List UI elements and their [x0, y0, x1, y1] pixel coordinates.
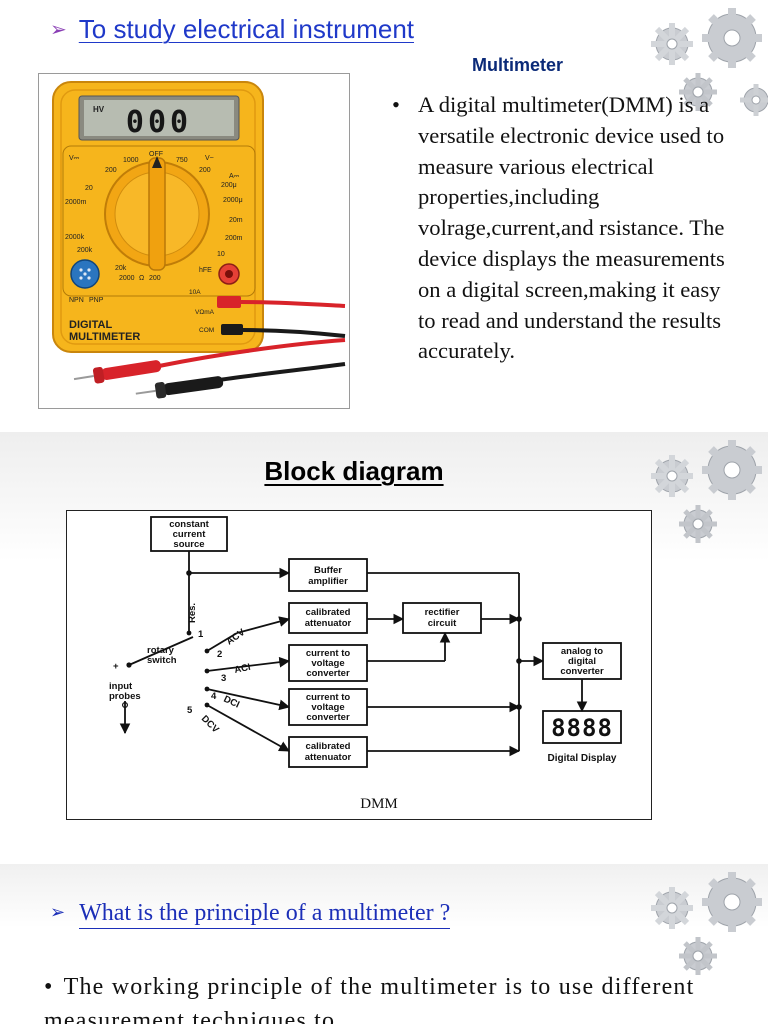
svg-text:current to: current to	[306, 692, 351, 703]
svg-text:converter: converter	[560, 666, 604, 677]
svg-text:hFE: hFE	[199, 267, 212, 274]
image-caption: Multimeter	[472, 55, 564, 75]
dmm-block-diagram: constant current source Buffer amplifier…	[66, 510, 652, 820]
svg-text:analog to: analog to	[561, 646, 603, 657]
svg-text:attenuator: attenuator	[305, 752, 352, 763]
svg-text:200: 200	[149, 275, 161, 282]
svg-text:200: 200	[199, 167, 211, 174]
svg-text:calibrated: calibrated	[306, 607, 351, 618]
svg-text:V~: V~	[205, 155, 214, 162]
svg-text:+: +	[113, 661, 119, 672]
seven-segment-digits: 8888	[551, 714, 613, 742]
svg-text:200μ: 200μ	[221, 182, 237, 189]
multimeter-description: • A digital multimeter(DMM) is a versati…	[392, 92, 725, 364]
principle-question: ➢What is the principle of a multimeter ?	[50, 900, 451, 929]
svg-text:OFF: OFF	[149, 151, 163, 158]
svg-text:200m: 200m	[225, 235, 243, 242]
svg-text:2000k: 2000k	[65, 234, 85, 241]
slide-principle: ➢What is the principle of a multimeter ?…	[0, 864, 768, 1024]
svg-text:2000: 2000	[119, 275, 135, 282]
meter-brand: DIGITAL	[69, 319, 112, 331]
svg-text:20m: 20m	[229, 217, 243, 224]
diagram-caption: DMM	[360, 796, 398, 812]
hv-indicator: HV	[93, 105, 105, 114]
svg-text:switch: switch	[147, 655, 177, 666]
calibrated-attenuator-block-2	[288, 736, 368, 768]
svg-text:ACI: ACI	[233, 662, 251, 676]
gear-cluster-icon	[651, 8, 768, 116]
svg-text:3: 3	[221, 673, 226, 684]
svg-text:voltage: voltage	[311, 702, 344, 713]
svg-text:amplifier: amplifier	[308, 576, 348, 587]
section-heading: ➢To study electrical instrument	[50, 14, 415, 44]
svg-text:DCV: DCV	[199, 713, 221, 735]
svg-text:calibrated: calibrated	[306, 741, 351, 752]
svg-text:constant: constant	[169, 519, 209, 530]
arrow-bullet-icon: ➢	[50, 902, 66, 922]
arrow-bullet-icon: ➢	[50, 19, 67, 41]
svg-text:Digital Display: Digital Display	[548, 753, 617, 764]
svg-text:5: 5	[187, 705, 193, 716]
svg-text:converter: converter	[306, 668, 350, 679]
svg-text:current to: current to	[306, 648, 351, 659]
svg-text:attenuator: attenuator	[305, 618, 352, 629]
block-diagram-title: Block diagram	[264, 456, 444, 486]
svg-text:2000μ: 2000μ	[223, 197, 243, 204]
svg-text:10A: 10A	[189, 289, 201, 296]
principle-answer: •The working principle of the multimeter…	[44, 974, 695, 1024]
svg-text:10: 10	[217, 251, 225, 258]
svg-text:2000m: 2000m	[65, 199, 87, 206]
gear-cluster-icon	[651, 872, 762, 975]
svg-text:Res.: Res.	[187, 603, 198, 623]
svg-text:V⎓: V⎓	[69, 155, 80, 162]
svg-text:Ω: Ω	[139, 275, 144, 282]
svg-text:200k: 200k	[77, 247, 93, 254]
svg-text:source: source	[173, 539, 204, 550]
svg-text:20k: 20k	[115, 265, 127, 272]
svg-text:rotary: rotary	[147, 645, 175, 656]
svg-text:A⎓: A⎓	[229, 173, 240, 180]
svg-text:PNP: PNP	[89, 297, 104, 304]
svg-text:20: 20	[85, 185, 93, 192]
slide-block-diagram: Block diagram	[0, 432, 768, 864]
svg-text:NPN: NPN	[69, 297, 84, 304]
svg-text:200: 200	[105, 167, 117, 174]
svg-text:4: 4	[211, 691, 217, 702]
svg-text:probes: probes	[109, 691, 141, 702]
svg-text:750: 750	[176, 157, 188, 164]
svg-text:voltage: voltage	[311, 658, 344, 669]
svg-text:COM: COM	[199, 327, 214, 334]
slide-instrument: ➢To study electrical instrument Multimet…	[0, 0, 768, 432]
svg-text:1: 1	[198, 629, 204, 640]
svg-text:1000: 1000	[123, 157, 139, 164]
svg-text:input: input	[109, 681, 133, 692]
svg-text:ACV: ACV	[224, 627, 247, 648]
svg-text:converter: converter	[306, 712, 350, 723]
lcd-reading: 000	[126, 105, 192, 140]
svg-text:MULTIMETER: MULTIMETER	[69, 331, 140, 343]
svg-text:rectifier: rectifier	[425, 607, 460, 618]
gear-cluster-icon	[651, 440, 762, 543]
svg-text:digital: digital	[568, 656, 596, 667]
multimeter-photo: HV 000 V⎓ 1000 OFF 750 V~ 200 200 A⎓ 200…	[38, 73, 350, 409]
svg-text:Buffer: Buffer	[314, 565, 342, 576]
svg-text:circuit: circuit	[428, 618, 457, 629]
svg-text:VΩmA: VΩmA	[195, 309, 215, 316]
svg-text:current: current	[173, 529, 207, 540]
svg-text:2: 2	[217, 649, 222, 660]
